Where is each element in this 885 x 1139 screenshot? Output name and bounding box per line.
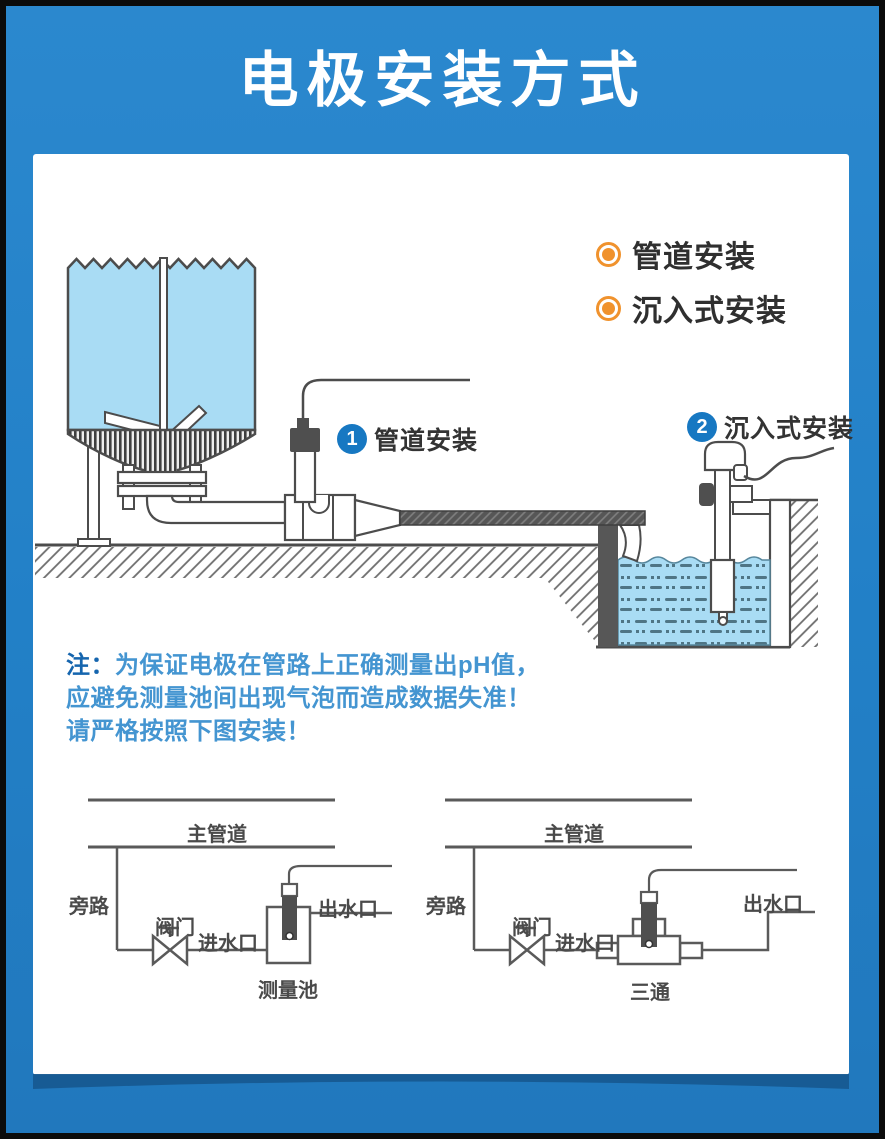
schematics-graphic — [88, 798, 815, 967]
electrode-in-cell — [280, 882, 299, 941]
legend-item-submersible: 沉入式安装 — [596, 286, 787, 330]
label-main-pipe-right: 主管道 — [544, 824, 604, 846]
callout-number-badge: 2 — [687, 412, 717, 442]
electrode-2-cable — [743, 446, 835, 481]
tank — [66, 257, 257, 510]
note-text: 注：为保证电极在管路上正确测量出pH值， 应避免测量池间出现气泡而造成数据失准！… — [66, 649, 540, 748]
water-stream — [618, 524, 642, 563]
electrode-1 — [290, 378, 470, 504]
elbow-pipe — [145, 494, 287, 525]
page-title: 电极安装方式 — [238, 47, 647, 114]
label-outlet-right: 出水口 — [743, 894, 803, 916]
label-vessel-left: 测量池 — [258, 980, 318, 1002]
electrode-in-tee — [639, 890, 659, 949]
cell-electrode-cable — [287, 864, 392, 884]
valve-symbol — [508, 926, 546, 967]
outlet-line — [702, 910, 815, 952]
callout-submersible: 2 沉入式安装 — [687, 409, 854, 445]
label-vessel-right: 三通 — [630, 982, 670, 1004]
label-main-pipe-left: 主管道 — [187, 824, 247, 846]
label-bypass-left: 旁路 — [69, 896, 109, 918]
legend-label: 管道安装 — [632, 241, 756, 274]
tee-electrode-cable — [647, 868, 797, 892]
pool-wall — [598, 525, 618, 647]
note-line-1: 为保证电极在管路上正确测量出pH值， — [115, 652, 540, 679]
electrode-2 — [699, 440, 835, 626]
callout-label: 沉入式安装 — [724, 415, 855, 443]
transfer-pipe — [399, 510, 646, 526]
main-diagram — [35, 257, 835, 649]
label-valve-left: 阀门 — [155, 917, 195, 939]
note-line-3: 请严格按照下图安装！ — [66, 718, 311, 745]
legend-item-pipeline: 管道安装 — [596, 232, 756, 276]
callout-pipeline: 1 管道安装 — [337, 421, 478, 457]
bullseye-icon — [596, 241, 621, 267]
panel-shadow — [33, 1074, 849, 1089]
label-inlet-left: 进水口 — [198, 933, 258, 955]
label-inlet-right: 进水口 — [555, 933, 615, 955]
reducer-cone — [353, 498, 402, 538]
ground — [35, 543, 598, 645]
electrode-1-cable — [301, 378, 470, 418]
legend-label: 沉入式安装 — [632, 295, 787, 328]
bullseye-icon — [596, 295, 621, 321]
flange — [116, 464, 208, 510]
label-bypass-right: 旁路 — [426, 896, 466, 918]
pool — [596, 498, 818, 649]
pool-water — [617, 556, 771, 646]
callout-label: 管道安装 — [374, 427, 479, 455]
note-line-2: 应避免测量池间出现气泡而造成数据失准！ — [66, 685, 532, 712]
valve-symbol — [151, 926, 189, 967]
schematic-right — [445, 798, 815, 967]
callout-number-badge: 1 — [337, 424, 367, 454]
schematic-left — [88, 798, 392, 967]
label-valve-right: 阀门 — [512, 917, 552, 939]
note-prefix: 注： — [66, 652, 115, 679]
label-outlet-left: 出水口 — [318, 899, 378, 921]
